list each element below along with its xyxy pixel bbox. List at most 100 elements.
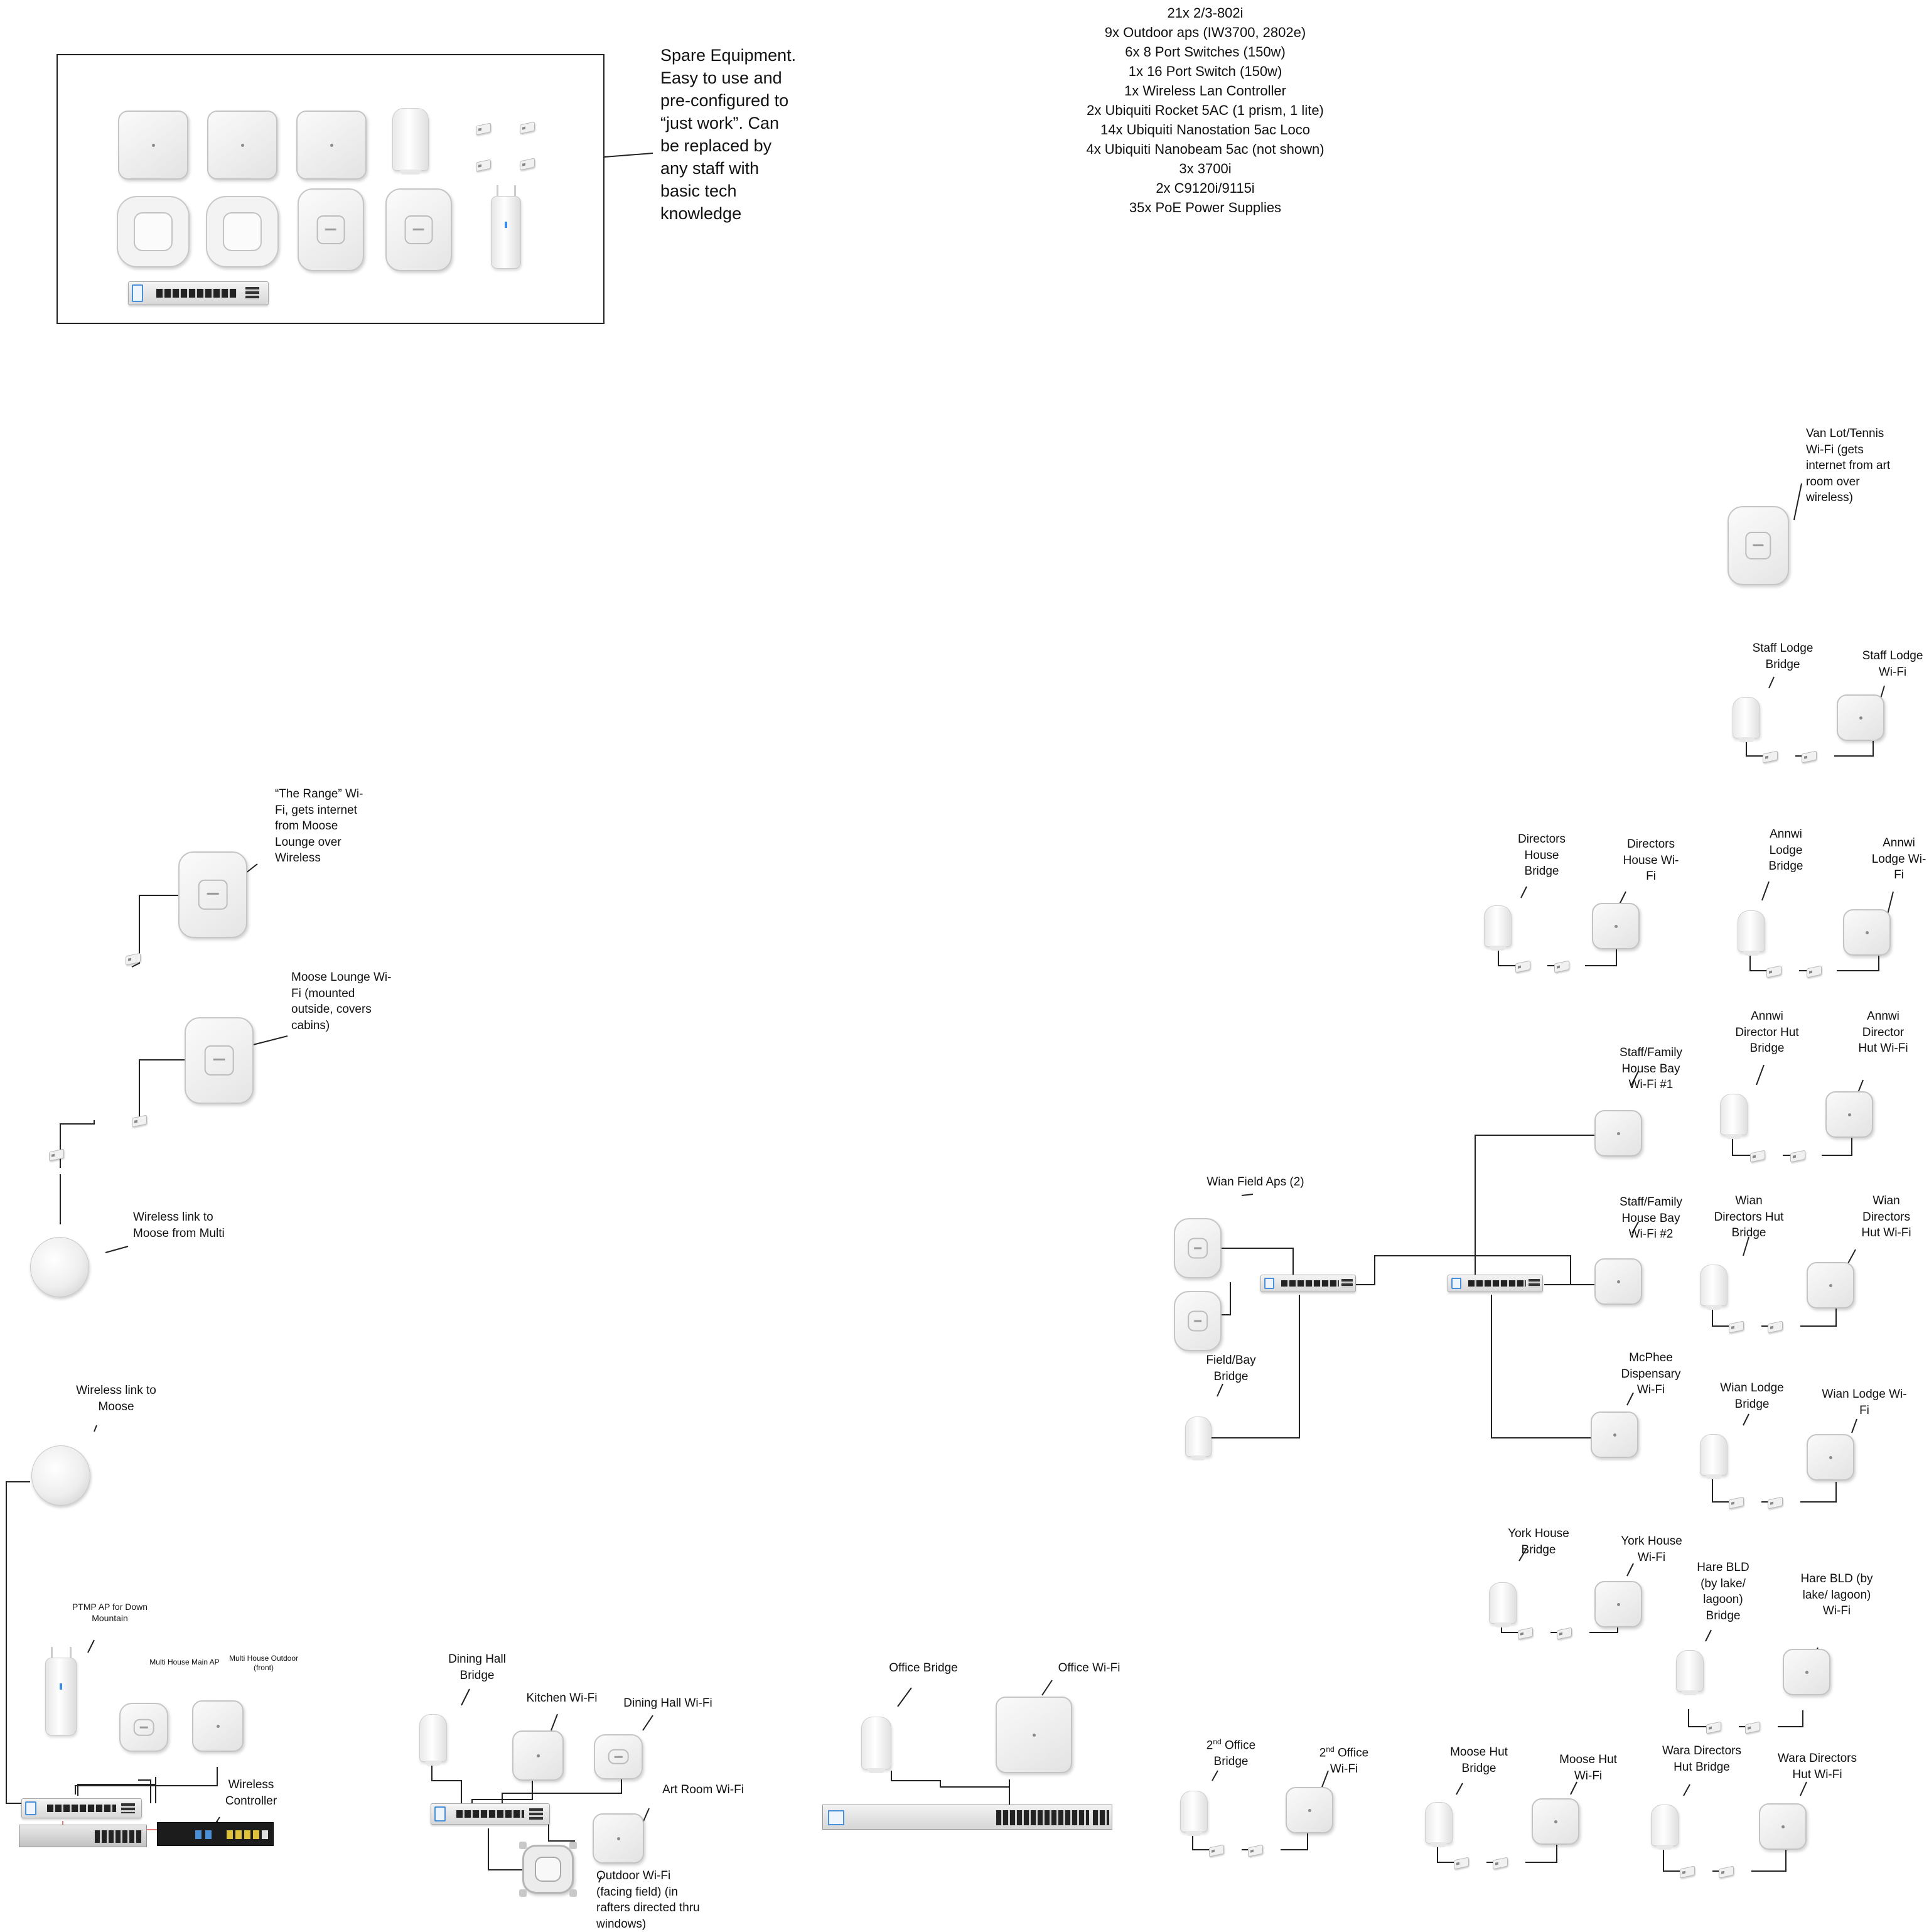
label-van-lot: Van Lot/Tennis Wi-Fi (gets internet from…: [1806, 427, 1891, 504]
directors-house-bridge: [1484, 905, 1512, 951]
wian-field-ap: [1174, 1218, 1222, 1278]
staff-family-switch: [1448, 1275, 1543, 1292]
poe-injector: [1745, 1721, 1760, 1734]
poe-injector: [1802, 750, 1817, 764]
poe-injector: [1248, 1844, 1263, 1857]
office-bridge: [861, 1717, 891, 1773]
label-second-office-bridge-sup: nd: [1213, 1737, 1222, 1746]
spare-ap-3700: [117, 196, 190, 267]
label-staff-lodge-bridge: Staff Lodge Bridge: [1752, 642, 1813, 671]
spare-switch: [128, 281, 269, 305]
mcphee-ap: [1591, 1411, 1638, 1458]
hare-ap: [1783, 1649, 1830, 1695]
moose-hut-ap: [1532, 1798, 1579, 1845]
staff-family-2-ap: [1594, 1258, 1642, 1305]
poe-injector: [1454, 1857, 1469, 1870]
label-second-office-wifi: 2nd Office Wi-Fi: [1309, 1742, 1378, 1777]
spare-ap-802i: [296, 111, 367, 180]
inventory-item: 3x 3700i: [1179, 161, 1232, 176]
second-office-ap: [1286, 1787, 1333, 1833]
label-field-bay-bridge: Field/Bay Bridge: [1206, 1354, 1256, 1383]
label-staff-family-2: Staff/Family House Bay Wi-Fi #2: [1620, 1195, 1682, 1241]
inventory-item: 1x 16 Port Switch (150w): [1128, 63, 1282, 79]
label-wireless-link-moose: Wireless link to Moose: [76, 1384, 156, 1413]
annwi-dir-hut-ap: [1825, 1091, 1873, 1138]
label-hare-wifi: Hare BLD (by lake/ lagoon) Wi-Fi: [1800, 1572, 1873, 1617]
spare-equipment-note: Spare Equipment. Easy to use and pre-con…: [660, 46, 797, 223]
annwi-lodge-bridge: [1738, 910, 1765, 956]
poe-injector: [49, 1148, 64, 1162]
staff-lodge-ap: [1837, 694, 1884, 741]
wian-dir-hut-bridge: [1700, 1265, 1728, 1310]
dining-switch: [431, 1803, 550, 1825]
label-wara-bridge: Wara Directors Hut Bridge: [1662, 1744, 1741, 1774]
spare-ap-802i: [207, 111, 277, 180]
label-york-house-wifi: York House Wi-Fi: [1621, 1535, 1682, 1564]
poe-injector: [1554, 960, 1569, 973]
dining-hall-bridge: [419, 1714, 447, 1766]
wian-lodge-bridge: [1700, 1434, 1728, 1479]
label-second-office-wifi-sup: nd: [1326, 1745, 1335, 1754]
poe-injector: [1719, 1865, 1734, 1879]
multi-main-ap: [119, 1703, 168, 1752]
multi-outdoor-ap: [192, 1700, 244, 1752]
nanobeam-dish-multi: [30, 1237, 89, 1297]
multi-switch: [21, 1798, 142, 1818]
wara-bridge: [1651, 1805, 1679, 1850]
field-bay-bridge: [1185, 1417, 1212, 1460]
hare-bridge: [1676, 1650, 1704, 1695]
label-annwi-lodge-bridge: Annwi Lodge Bridge: [1768, 828, 1803, 873]
spare-ap-802i: [118, 111, 188, 180]
label-outdoor-wifi: Outdoor Wi-Fi (facing field) (in rafters…: [596, 1869, 700, 1931]
poe-injector: [1518, 1627, 1533, 1640]
label-office-bridge: Office Bridge: [889, 1661, 958, 1675]
label-dining-hall-wifi: Dining Hall Wi-Fi: [623, 1697, 712, 1710]
wian-switch: [1260, 1275, 1356, 1292]
poe-injector: [126, 953, 141, 966]
directors-house-ap: [1592, 903, 1640, 949]
spare-equipment-frame: [56, 54, 604, 324]
moose-lounge-ap: [185, 1017, 254, 1104]
poe-injector: [1768, 1496, 1783, 1509]
spare-ap-9120: [385, 188, 452, 271]
art-room-ap: [593, 1813, 644, 1864]
label-office-wifi: Office Wi-Fi: [1058, 1661, 1120, 1675]
label-second-office-bridge: 2nd Office Bridge: [1196, 1734, 1265, 1769]
outdoor-ap-3700: [519, 1842, 577, 1897]
label-wian-lodge-wifi: Wian Lodge Wi-Fi: [1822, 1388, 1907, 1417]
label-moose-lounge: Moose Lounge Wi-Fi (mounted outside, cov…: [291, 971, 392, 1032]
wara-ap: [1759, 1803, 1807, 1850]
spare-ap-3700: [206, 196, 279, 267]
wian-dir-hut-ap: [1807, 1262, 1854, 1309]
staff-family-1-ap: [1594, 1110, 1642, 1157]
label-wian-lodge-bridge: Wian Lodge Bridge: [1720, 1381, 1784, 1411]
kitchen-ap: [512, 1730, 564, 1781]
nanobeam-dish-moose: [31, 1445, 90, 1506]
poe-injector: [1763, 750, 1778, 764]
label-multi-outdoor: Multi House Outdoor (front): [228, 1654, 299, 1672]
poe-injector: [1680, 1865, 1695, 1879]
office-16-port-switch: [822, 1805, 1112, 1830]
label-second-office-wifi-num: 2: [1319, 1746, 1326, 1760]
annwi-dir-hut-bridge: [1720, 1094, 1748, 1139]
the-range-ap: [178, 851, 247, 938]
inventory-list: 21x 2/3-802i 9x Outdoor aps (IW3700, 280…: [1029, 3, 1381, 217]
spare-ap-9120: [298, 188, 364, 271]
poe-injector: [1768, 1320, 1783, 1334]
second-office-bridge: [1180, 1791, 1208, 1836]
poe-injector: [132, 1114, 147, 1128]
inventory-item: 14x Ubiquiti Nanostation 5ac Loco: [1100, 122, 1310, 138]
label-staff-lodge-wifi: Staff Lodge Wi-Fi: [1862, 649, 1923, 679]
wian-field-ap: [1174, 1291, 1222, 1351]
poe-injector: [1807, 965, 1822, 978]
label-wireless-link-multi: Wireless link to Moose from Multi: [133, 1211, 225, 1240]
label-second-office-bridge-num: 2: [1206, 1739, 1213, 1752]
inventory-item: 1x Wireless Lan Controller: [1124, 83, 1286, 99]
label-mcphee: McPhee Dispensary Wi-Fi: [1621, 1351, 1681, 1396]
wian-lodge-ap: [1807, 1434, 1854, 1481]
poe-injector: [1790, 1150, 1805, 1163]
office-ap: [996, 1697, 1072, 1773]
inventory-item: 2x C9120i/9115i: [1156, 180, 1255, 196]
annwi-lodge-ap: [1843, 909, 1891, 956]
